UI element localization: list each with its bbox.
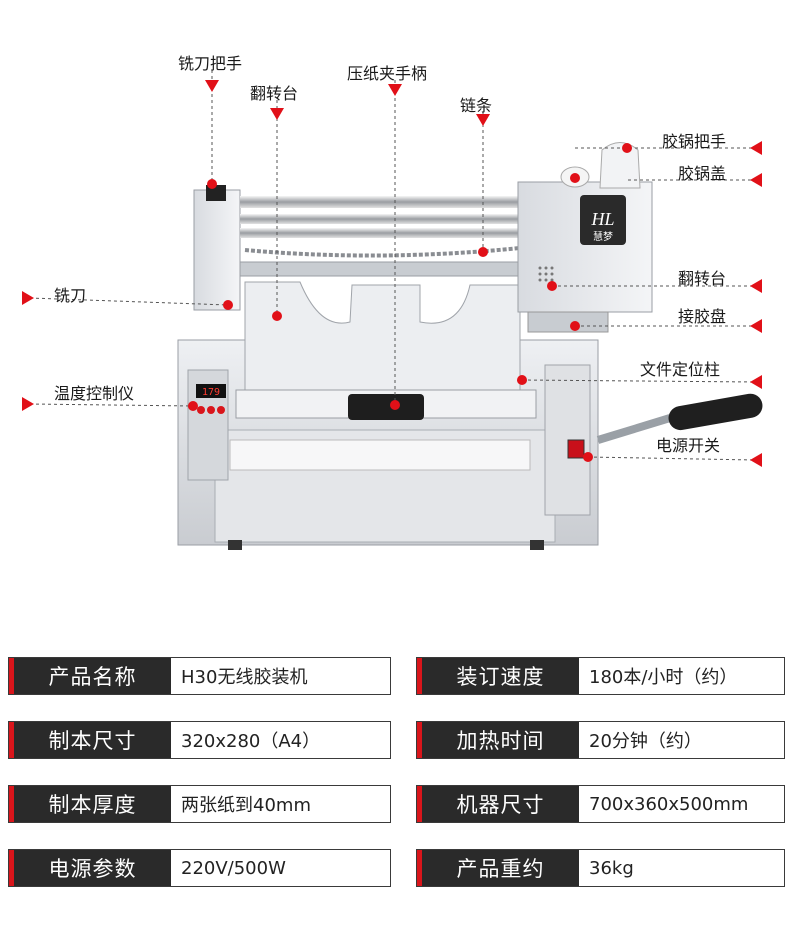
temp-display: 179	[202, 387, 220, 398]
spec-row: 制本厚度 两张纸到40mm	[8, 785, 391, 823]
callout-doc-post: 文件定位柱	[640, 360, 721, 379]
brand-mark: HL	[590, 209, 614, 229]
spec-value: 36kg	[579, 850, 784, 886]
callout-glue-tray: 接胶盘	[678, 307, 727, 326]
spec-row: 产品重约 36kg	[416, 849, 785, 887]
spec-row: 电源参数 220V/500W	[8, 849, 391, 887]
callout-chain: 链条	[460, 96, 493, 115]
spec-row: 制本尺寸 320x280（A4）	[8, 721, 391, 759]
callout-mill-handle: 铣刀把手	[178, 54, 243, 73]
product-illustration: HL 慧梦 179	[22, 54, 763, 550]
callout-glue-pot-handle: 胶锅把手	[662, 132, 727, 151]
callout-flip-table-right: 翻转台	[678, 269, 727, 288]
spec-key: 电源参数	[9, 850, 171, 886]
spec-key: 装订速度	[417, 658, 579, 694]
spec-value: 20分钟（约）	[579, 722, 784, 758]
callout-glue-pot-lid: 胶锅盖	[678, 164, 727, 183]
spec-value: 220V/500W	[171, 850, 390, 886]
binding-machine-drawing: HL 慧梦 179	[22, 70, 763, 550]
spec-row: 产品名称 H30无线胶装机	[8, 657, 391, 695]
brand-name: 慧梦	[593, 230, 613, 243]
spec-key: 机器尺寸	[417, 786, 579, 822]
spec-row: 机器尺寸 700x360x500mm	[416, 785, 785, 823]
callout-power-switch: 电源开关	[656, 436, 721, 455]
spec-value: 700x360x500mm	[579, 786, 784, 822]
spec-key: 产品重约	[417, 850, 579, 886]
spec-key: 制本厚度	[9, 786, 171, 822]
spec-row: 装订速度 180本/小时（约）	[416, 657, 785, 695]
callout-clamp-handle: 压纸夹手柄	[347, 64, 428, 83]
spec-value: 两张纸到40mm	[171, 786, 390, 822]
spec-key: 加热时间	[417, 722, 579, 758]
spec-key: 制本尺寸	[9, 722, 171, 758]
spec-value: H30无线胶装机	[171, 658, 390, 694]
callout-mill: 铣刀	[54, 286, 87, 305]
callout-temp-controller: 温度控制仪	[54, 384, 135, 403]
spec-row: 加热时间 20分钟（约）	[416, 721, 785, 759]
spec-key: 产品名称	[9, 658, 171, 694]
spec-value: 320x280（A4）	[171, 722, 390, 758]
spec-value: 180本/小时（约）	[579, 658, 784, 694]
callout-flip-table-left: 翻转台	[250, 84, 299, 103]
